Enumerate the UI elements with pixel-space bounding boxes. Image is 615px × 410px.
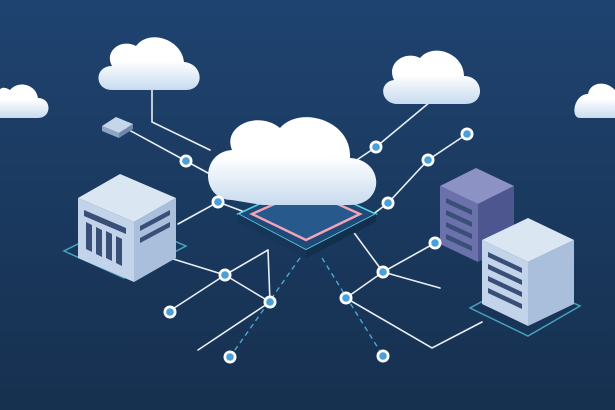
line-right-mid	[345, 271, 384, 299]
dashed-line-right	[321, 257, 384, 357]
dashed-lines	[229, 257, 384, 358]
server-icon-right-dark	[440, 168, 514, 262]
network-node-icon	[263, 295, 277, 309]
network-node-icon	[179, 154, 193, 168]
network-node-icon	[339, 291, 353, 305]
network-node-icon	[163, 305, 177, 319]
cloud-icon-right-edge	[574, 83, 615, 118]
network-nodes	[163, 127, 474, 364]
line-left-lower	[167, 274, 226, 313]
server-icon-left	[62, 174, 188, 282]
line-right-lower	[345, 297, 483, 349]
line-left-to-node	[224, 274, 271, 303]
cloud-icon-top-right	[383, 50, 481, 104]
device-icon	[102, 117, 133, 138]
network-node-icon	[381, 196, 395, 210]
dashed-line-left	[229, 257, 301, 358]
network-node-icon	[223, 350, 237, 364]
network-node-icon	[369, 140, 383, 154]
network-node-icon	[376, 265, 390, 279]
server-icon-right-light	[468, 218, 582, 337]
network-node-icon	[421, 153, 435, 167]
line-right-branch	[382, 271, 441, 289]
network-node-icon	[218, 268, 232, 282]
cloud-icon-left-edge	[0, 84, 49, 118]
network-node-icon	[460, 127, 474, 141]
network-node-icon	[428, 236, 442, 250]
cloud-icon-top-left	[98, 37, 200, 90]
cloud-icon-center	[208, 117, 377, 205]
line-top-cloud-drop	[151, 89, 211, 151]
network-node-icon	[376, 349, 390, 363]
network-node-icon	[211, 195, 225, 209]
